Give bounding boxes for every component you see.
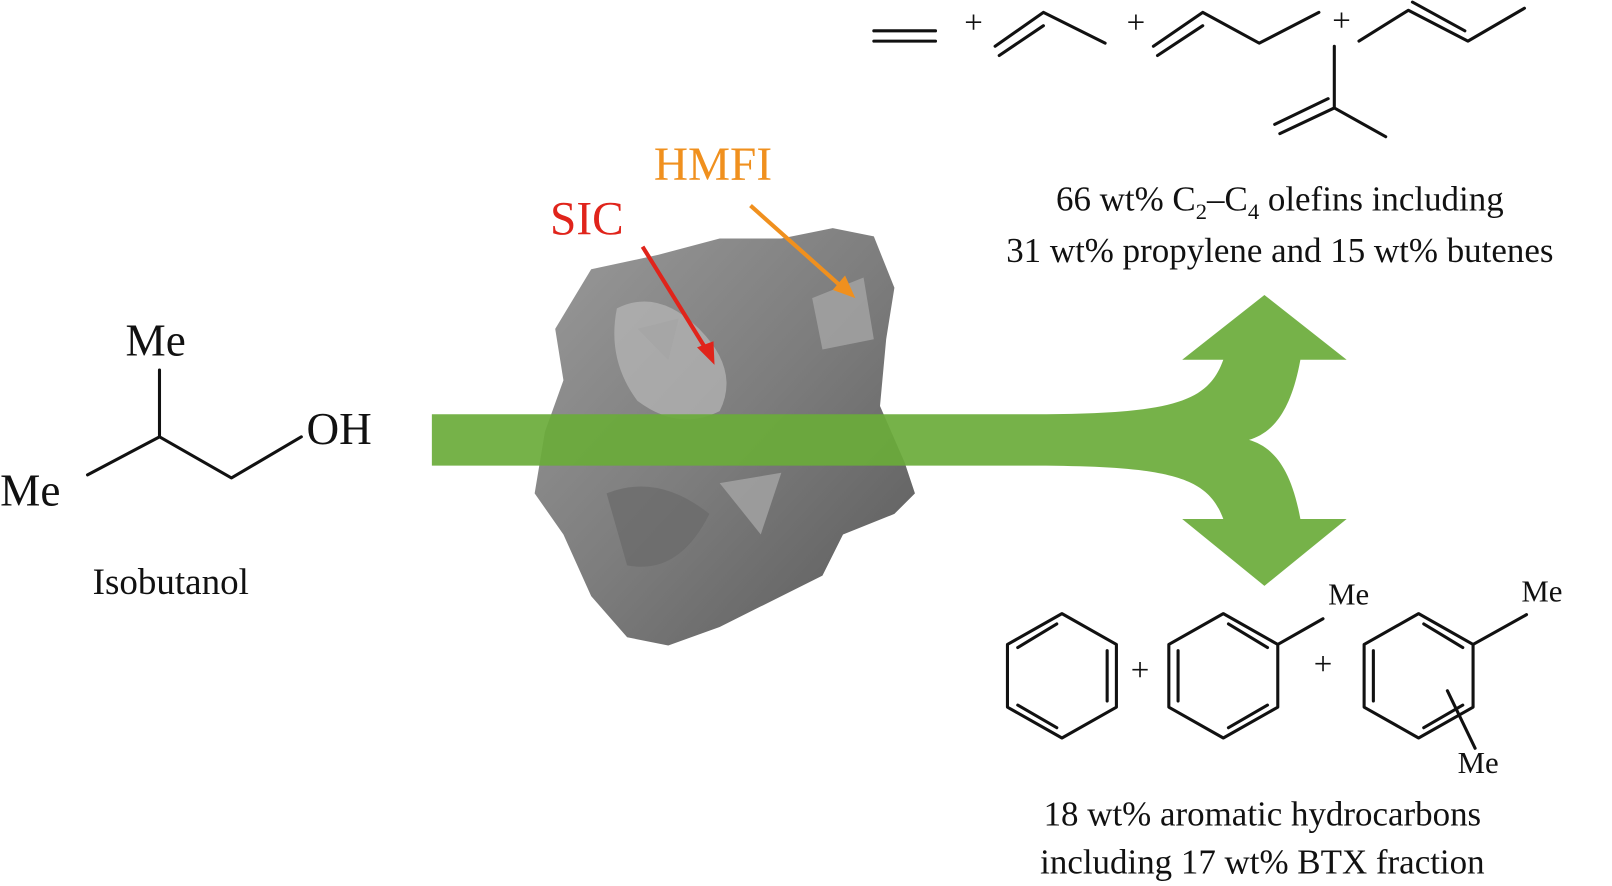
aromatic-products: + Me + Me Me 18 wt% aromatic hydrocarbon… xyxy=(1005,574,1562,882)
olefin-yield-line2: 31 wt% propylene and 15 wt% butenes xyxy=(1006,231,1553,270)
plus-sign: + xyxy=(1332,3,1351,39)
me-top-label: Me xyxy=(126,316,186,366)
plus-sign: + xyxy=(1314,646,1333,682)
toluene-me-label: Me xyxy=(1328,577,1369,611)
1-butene xyxy=(1151,10,1321,58)
isobutene xyxy=(1273,44,1388,139)
hmfi-arrowhead-icon xyxy=(832,275,856,299)
sic-arrowhead-icon xyxy=(697,341,715,365)
toluene: Me xyxy=(1167,577,1369,740)
plus-sign: + xyxy=(1131,652,1150,688)
plus-sign: + xyxy=(1127,5,1146,41)
2-butene xyxy=(1357,0,1527,43)
xylene: Me Me xyxy=(1362,574,1562,780)
isobutanol-name: Isobutanol xyxy=(93,562,249,603)
ethylene xyxy=(872,29,938,43)
hmfi-label: HMFI xyxy=(654,139,772,191)
sic-label: SIC xyxy=(550,193,624,245)
aromatic-yield-line2: including 17 wt% BTX fraction xyxy=(1040,843,1484,882)
aromatic-yield-line1: 18 wt% aromatic hydrocarbons xyxy=(1044,794,1482,833)
propylene xyxy=(993,10,1107,58)
isobutanol-structure: Me Me OH Isobutanol xyxy=(0,316,372,603)
me-left-label: Me xyxy=(0,466,60,516)
olefin-products: + + + 66 wt% C2–C4 olefins including 31 … xyxy=(872,0,1553,270)
plus-sign: + xyxy=(964,5,983,41)
sic-annotation: SIC xyxy=(550,193,715,365)
olefin-yield-line1: 66 wt% C2–C4 olefins including xyxy=(1056,180,1504,224)
hmfi-annotation: HMFI xyxy=(654,139,856,299)
reaction-arrow xyxy=(431,294,1347,586)
xylene-me-top-label: Me xyxy=(1521,574,1562,608)
oh-label: OH xyxy=(306,404,371,454)
xylene-me-bottom-label: Me xyxy=(1458,746,1499,780)
benzene xyxy=(1005,612,1118,740)
